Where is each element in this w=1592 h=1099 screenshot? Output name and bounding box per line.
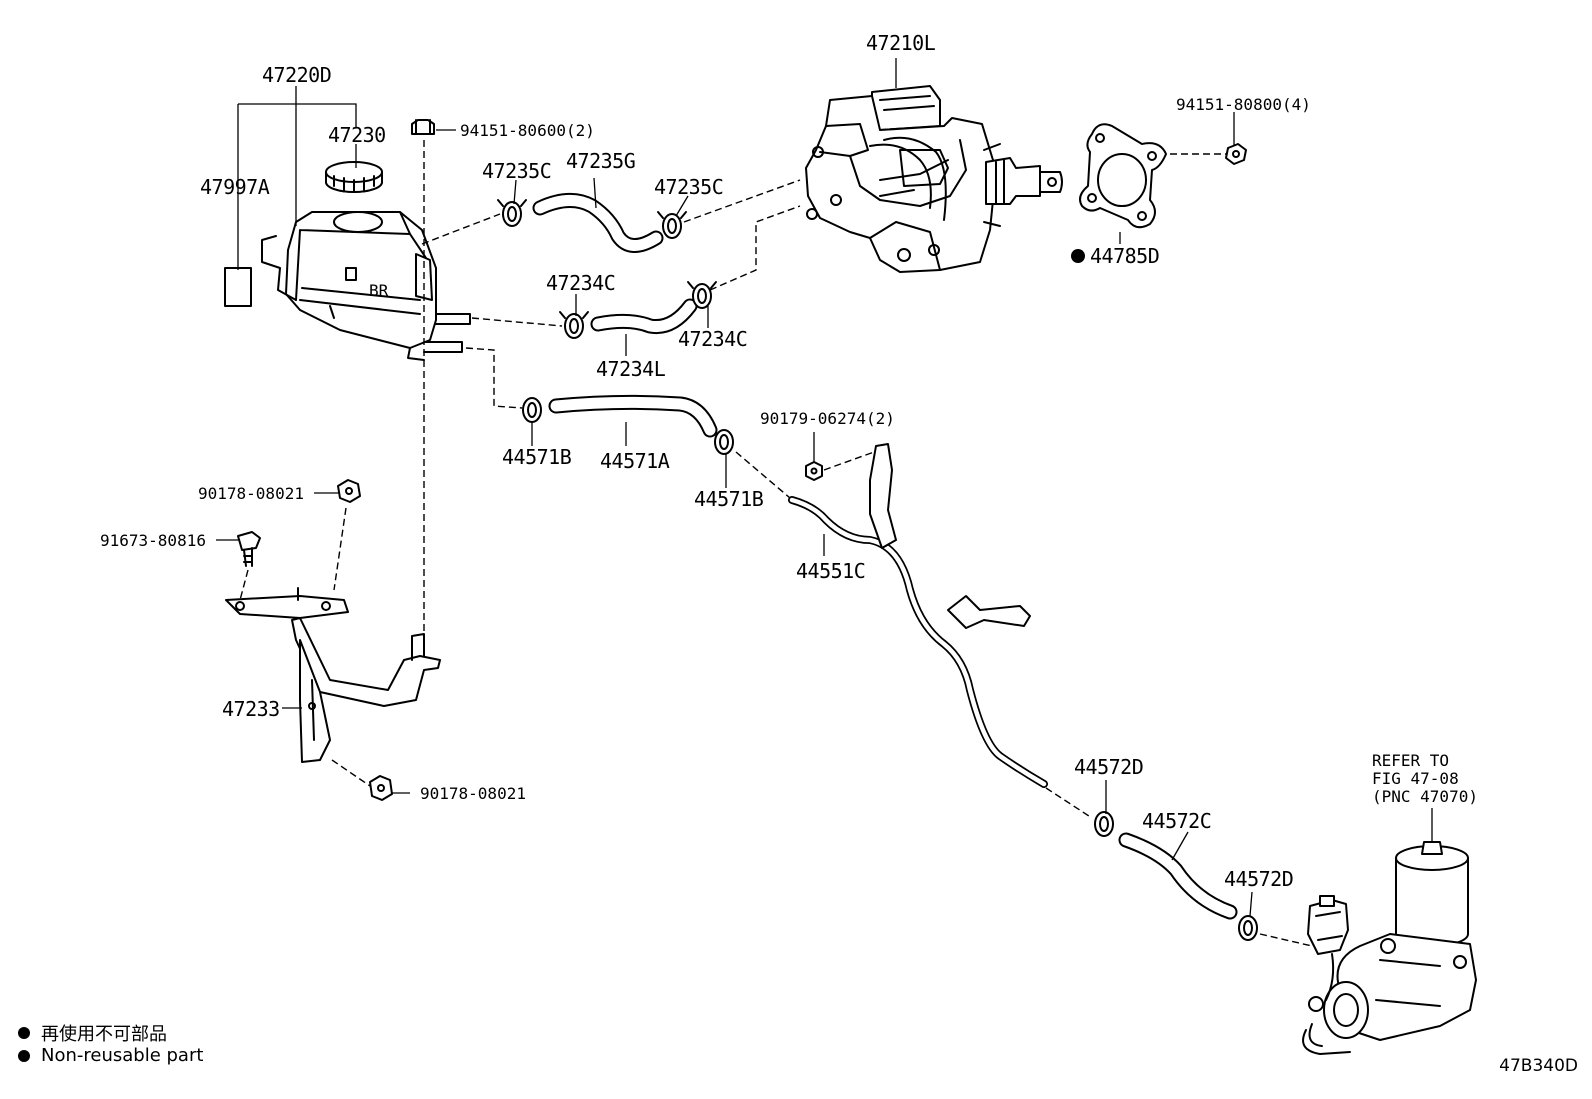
clamp-47235C-b: [657, 211, 687, 239]
caution-plate: [224, 267, 252, 307]
label-44571B-a: 44571B: [502, 445, 572, 469]
reservoir-cap: [325, 161, 383, 193]
label-47234L: 47234L: [596, 357, 666, 381]
label-refer-2: FIG 47-08: [1372, 769, 1459, 788]
label-47210L: 47210L: [866, 31, 936, 55]
clamp-44572D-a: [1094, 811, 1114, 837]
clamp-47234C-a: [559, 311, 589, 339]
reservoir-tank: BR: [261, 211, 471, 361]
legend-japanese: 再使用不可部品: [18, 1020, 167, 1046]
label-47220D: 47220D: [262, 63, 331, 87]
pipe-44551C: [788, 443, 1048, 788]
hose-47234L: [590, 298, 698, 335]
non-reusable-marker: [1071, 249, 1085, 263]
label-47234C-a: 47234C: [546, 271, 615, 295]
label-47997A: 47997A: [200, 175, 270, 199]
bolt-94151-80600: [411, 119, 435, 135]
leader-lines: [216, 58, 1433, 917]
label-47230: 47230: [328, 123, 386, 147]
nut-94151-80800: [1225, 143, 1247, 165]
hose-44571A: [548, 394, 718, 438]
clamp-44571B-b: [714, 429, 734, 455]
legend-japanese-text: 再使用不可部品: [41, 1024, 167, 1045]
part-labels: 47210L 47220D 47230 47997A 94151-80600(2…: [100, 31, 1478, 891]
label-47235C-b: 47235C: [654, 175, 723, 199]
nut-90178-08021-b: [369, 775, 393, 801]
legend-english: Non-reusable part: [18, 1045, 203, 1066]
clamp-47234C-b: [687, 281, 717, 309]
label-44785D: 44785D: [1090, 244, 1159, 268]
hose-47235G: [532, 193, 664, 253]
hose-44572C: [1118, 832, 1238, 920]
clamp-44572D-b: [1238, 915, 1258, 941]
pump-motor-assembly: [1302, 841, 1477, 1055]
label-47235C-a: 47235C: [482, 159, 551, 183]
label-47235G: 47235G: [566, 149, 635, 173]
label-94151-80800: 94151-80800(4): [1176, 95, 1311, 114]
reservoir-mark: BR: [369, 281, 389, 300]
label-44572C: 44572C: [1142, 809, 1211, 833]
label-90178-08021-b: 90178-08021: [420, 784, 526, 803]
clamp-47235C-a: [497, 199, 527, 227]
bullet-icon: [18, 1049, 30, 1062]
brake-actuator-assembly: [805, 85, 1063, 273]
bolt-91673-80816: [237, 531, 261, 567]
bullet-icon: [18, 1027, 30, 1039]
legend-english-text: Non-reusable part: [41, 1045, 204, 1066]
label-44572D-b: 44572D: [1224, 867, 1293, 891]
label-refer-1: REFER TO: [1372, 751, 1449, 770]
label-94151-80600: 94151-80600(2): [460, 121, 595, 140]
connection-dashes: [239, 140, 1313, 947]
label-44571B-b: 44571B: [694, 487, 764, 511]
nut-90179-06274: [805, 461, 823, 481]
gasket-part: [1079, 123, 1167, 229]
label-91673-80816: 91673-80816: [100, 531, 206, 550]
label-90179-06274: 90179-06274(2): [760, 409, 895, 428]
bracket-47233: [225, 587, 441, 763]
nut-90178-08021-a: [337, 479, 361, 503]
label-47233: 47233: [222, 697, 280, 721]
label-44572D-a: 44572D: [1074, 755, 1143, 779]
label-44571A: 44571A: [600, 449, 670, 473]
figure-id: 47B340D: [1499, 1056, 1578, 1076]
clamp-44571B-a: [522, 397, 542, 423]
label-refer-3: (PNC 47070): [1372, 787, 1478, 806]
label-90178-08021-a: 90178-08021: [198, 484, 304, 503]
label-44551C: 44551C: [796, 559, 865, 583]
label-47234C-b: 47234C: [678, 327, 747, 351]
